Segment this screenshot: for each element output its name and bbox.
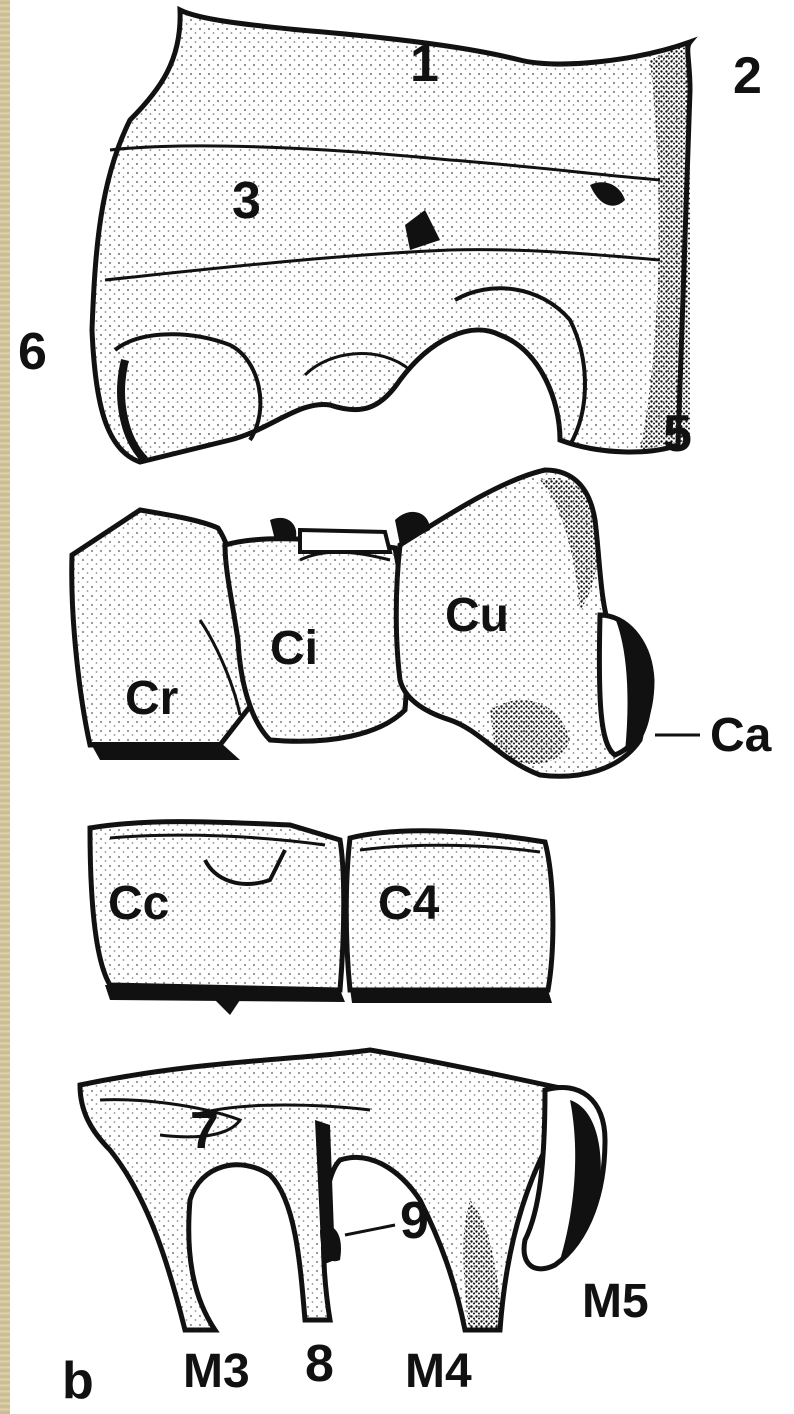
label-8: 8	[305, 1338, 334, 1390]
label-c4: C4	[378, 880, 439, 928]
label-m4: M4	[405, 1348, 472, 1396]
label-5: 5	[663, 408, 692, 460]
label-1: 1	[410, 38, 439, 90]
label-m5: M5	[582, 1278, 649, 1326]
label-cr: Cr	[125, 675, 178, 723]
label-7: 7	[190, 1105, 219, 1157]
label-9: 9	[400, 1195, 429, 1247]
metacarpal-bones	[80, 1050, 605, 1330]
radius-ulna-bone	[92, 10, 690, 462]
label-2: 2	[733, 50, 762, 102]
label-cu: Cu	[445, 592, 509, 640]
label-cc: Cc	[108, 880, 169, 928]
panel-label-b: b	[62, 1355, 94, 1407]
label-m3: M3	[183, 1348, 250, 1396]
label-ca: Ca	[710, 712, 771, 760]
label-ci: Ci	[270, 625, 318, 673]
label-6: 6	[18, 326, 47, 378]
label-9-leader-line	[345, 1225, 395, 1235]
label-3: 3	[232, 175, 261, 227]
accessory-carpal-bone	[599, 615, 652, 755]
